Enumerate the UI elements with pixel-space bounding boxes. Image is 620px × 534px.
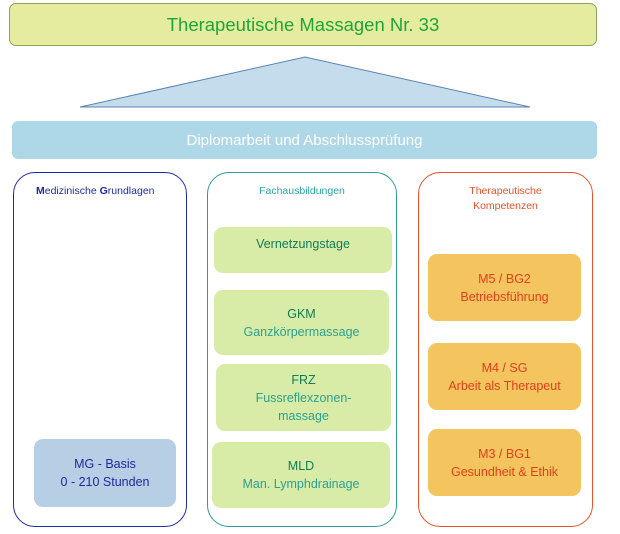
heading-initial-m: M [36, 185, 45, 197]
specialist-training-heading: Fachausbildungen [259, 185, 345, 197]
roof-shape [79, 56, 531, 108]
card-description: Betriebsführung [460, 289, 549, 304]
heading-rest-1: edizinische [44, 185, 100, 197]
card-gkm: GKM Ganzkörpermassage [214, 290, 389, 355]
card-code: Vernetzungstage [256, 237, 350, 251]
card-m5-bg2: M5 / BG2 Betriebsführung [428, 254, 581, 321]
card-code: M3 / BG1 [478, 446, 531, 461]
card-mg-basis: MG - Basis 0 - 210 Stunden [34, 439, 176, 507]
heading-line-1: Therapeutische [469, 185, 542, 197]
card-frz: FRZ Fussreflexzonen- massage [216, 364, 391, 431]
card-code: M5 / BG2 [478, 271, 531, 286]
card-description-2: massage [278, 408, 329, 423]
card-code: GKM [287, 306, 316, 321]
card-description: Gesundheit & Ethik [450, 464, 558, 479]
heading-line-2: Kompetenzen [473, 200, 538, 212]
heading-initial-g: G [99, 185, 108, 197]
card-description: 0 - 210 Stunden [60, 475, 150, 489]
card-mld: MLD Man. Lymphdrainage [212, 442, 390, 508]
card-code: MG - Basis [74, 457, 136, 471]
card-code: M4 / SG [481, 360, 528, 375]
diploma-label: Diplomarbeit und Abschlussprüfung [186, 131, 423, 149]
card-vernetzungstage: Vernetzungstage [214, 227, 392, 273]
title-banner: Therapeutische Massagen Nr. 33 [9, 3, 597, 46]
card-m4-sg: M4 / SG Arbeit als Therapeut [428, 343, 581, 410]
diagram-title: Therapeutische Massagen Nr. 33 [166, 13, 440, 35]
heading-rest-2: rundlagen [107, 185, 155, 197]
card-description: Ganzkörpermassage [243, 324, 360, 339]
diploma-bar: Diplomarbeit und Abschlussprüfung [12, 121, 597, 159]
card-description: Fussreflexzonen- [255, 390, 352, 405]
therapeutic-competence-heading: Therapeutische Kompetenzen [418, 184, 593, 214]
card-m3-bg1: M3 / BG1 Gesundheit & Ethik [428, 429, 581, 496]
card-description: Arbeit als Therapeut [448, 378, 561, 393]
card-description: Man. Lymphdrainage [242, 477, 360, 491]
medical-basics-heading: Medizinische Grundlagen [36, 184, 155, 199]
card-code: FRZ [291, 372, 316, 387]
card-code: MLD [287, 459, 315, 473]
